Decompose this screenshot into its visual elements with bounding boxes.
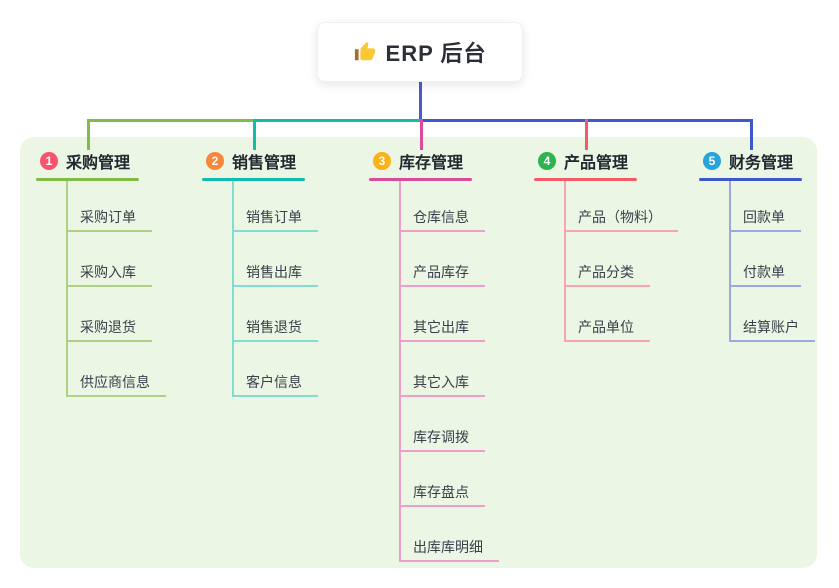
- child-node[interactable]: 结算账户: [729, 312, 815, 342]
- branch-drop-line: [750, 119, 753, 150]
- child-node[interactable]: 出库库明细: [399, 532, 499, 562]
- branch-title-label: 采购管理: [66, 155, 131, 172]
- branch-number-badge: 5: [703, 152, 721, 170]
- child-node-label: 采购订单: [80, 209, 136, 225]
- branch-node-title[interactable]: 4 产品管理: [534, 147, 636, 175]
- child-node[interactable]: 产品库存: [399, 257, 485, 287]
- child-node-label: 结算账户: [743, 319, 799, 335]
- child-node[interactable]: 库存调拨: [399, 422, 485, 452]
- branch-drop-line: [253, 119, 256, 150]
- child-node[interactable]: 采购退货: [66, 312, 152, 342]
- branch-number-badge: 4: [538, 152, 556, 170]
- child-node-label: 库存调拨: [413, 429, 469, 445]
- child-node[interactable]: 其它出库: [399, 312, 485, 342]
- branch-title-label: 库存管理: [399, 155, 464, 172]
- root-node-erp[interactable]: ERP 后台: [317, 22, 523, 82]
- child-node[interactable]: 回款单: [729, 202, 801, 232]
- child-node-label: 销售出库: [246, 264, 302, 280]
- child-node-label: 其它出库: [413, 319, 469, 335]
- branch-drop-line: [585, 119, 588, 150]
- child-node[interactable]: 产品单位: [564, 312, 650, 342]
- child-node[interactable]: 客户信息: [232, 367, 318, 397]
- child-node-label: 产品（物料）: [578, 209, 662, 225]
- child-node-label: 库存盘点: [413, 484, 469, 500]
- branch-drop-line: [87, 119, 90, 150]
- child-node[interactable]: 仓库信息: [399, 202, 485, 232]
- child-node[interactable]: 销售退货: [232, 312, 318, 342]
- child-node-label: 采购退货: [80, 319, 136, 335]
- child-node-label: 其它入库: [413, 374, 469, 390]
- branch-number-badge: 3: [373, 152, 391, 170]
- child-node-label: 产品库存: [413, 264, 469, 280]
- child-node-label: 付款单: [743, 264, 785, 280]
- child-node[interactable]: 销售出库: [232, 257, 318, 287]
- branch-title-label: 产品管理: [564, 155, 629, 172]
- child-node[interactable]: 销售订单: [232, 202, 318, 232]
- branch-drop-line: [420, 119, 423, 150]
- branch-node-title[interactable]: 2 销售管理: [202, 147, 304, 175]
- branch-column: 2 销售管理销售订单销售出库销售退货客户信息: [202, 0, 372, 588]
- child-node-label: 销售退货: [246, 319, 302, 335]
- branch-node-title[interactable]: 1 采购管理: [36, 147, 138, 175]
- branch-title-label: 财务管理: [729, 155, 794, 172]
- child-node[interactable]: 采购订单: [66, 202, 152, 232]
- branch-column: 4 产品管理产品（物料） 产品分类产品单位: [534, 0, 704, 588]
- child-node-label: 出库库明细: [413, 539, 483, 555]
- child-node-label: 采购入库: [80, 264, 136, 280]
- child-node-label: 客户信息: [246, 374, 302, 390]
- thumbs-up-icon: [354, 41, 376, 63]
- child-node-label: 仓库信息: [413, 209, 469, 225]
- branch-number-badge: 1: [40, 152, 58, 170]
- child-node[interactable]: 产品分类: [564, 257, 650, 287]
- branch-node-title[interactable]: 3 库存管理: [369, 147, 471, 175]
- root-node-label: ERP 后台: [385, 41, 487, 66]
- branch-number-badge: 2: [206, 152, 224, 170]
- child-node-label: 产品单位: [578, 319, 634, 335]
- child-node[interactable]: 其它入库: [399, 367, 485, 397]
- branch-title-label: 销售管理: [232, 155, 297, 172]
- root-stem-line: [419, 82, 422, 122]
- bus-segment-teal: [253, 119, 420, 122]
- branch-node-title[interactable]: 5 财务管理: [699, 147, 801, 175]
- child-node[interactable]: 产品（物料）: [564, 202, 678, 232]
- child-node-label: 销售订单: [246, 209, 302, 225]
- child-node[interactable]: 库存盘点: [399, 477, 485, 507]
- child-node[interactable]: 采购入库: [66, 257, 152, 287]
- child-node[interactable]: 付款单: [729, 257, 801, 287]
- child-node[interactable]: 供应商信息: [66, 367, 166, 397]
- mindmap-canvas-panel: [20, 137, 817, 568]
- child-node-label: 供应商信息: [80, 374, 150, 390]
- bus-segment-green: [87, 119, 253, 122]
- child-node-label: 产品分类: [578, 264, 634, 280]
- child-node-label: 回款单: [743, 209, 785, 225]
